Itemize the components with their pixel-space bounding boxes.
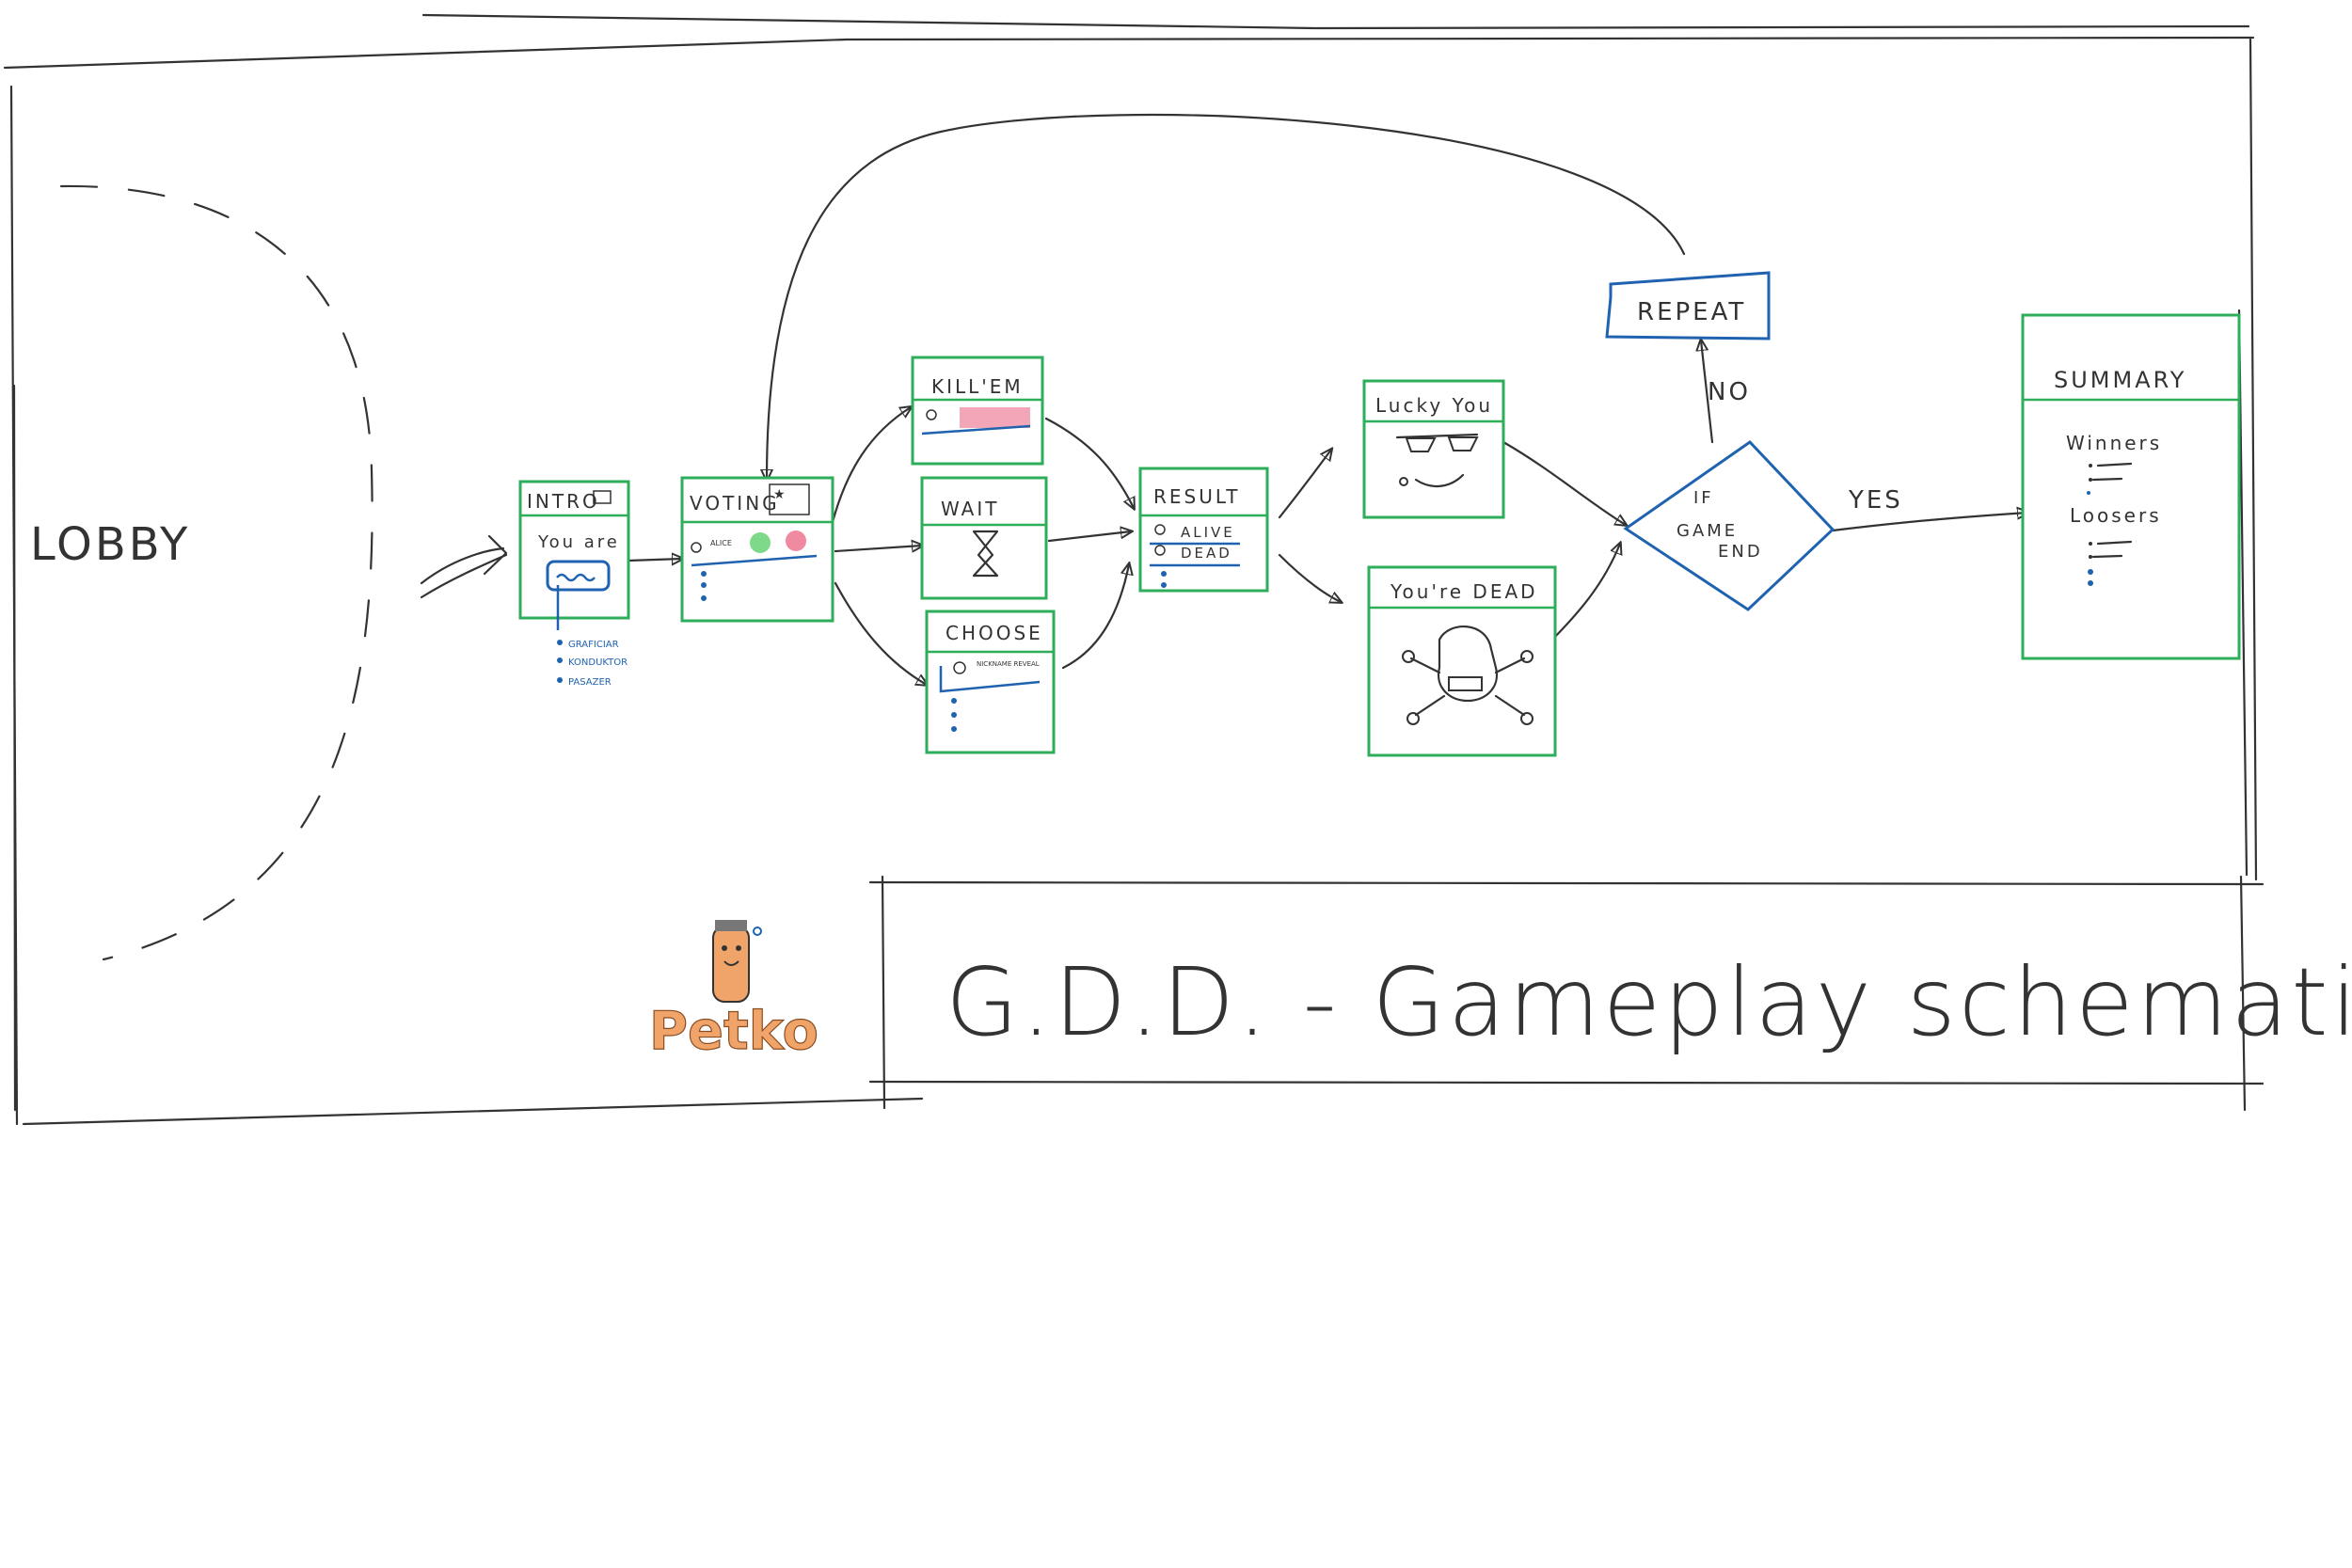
- repeat-box: REPEAT: [1605, 271, 1771, 341]
- screen-voting: VOTING ★ ALICE: [680, 476, 834, 623]
- screen-result: RESULT ALIVE DEAD: [1138, 467, 1269, 593]
- edges: NO YES: [627, 341, 2027, 685]
- role-item: GRAFICIAR: [568, 640, 619, 650]
- ballot-icon: [769, 483, 810, 515]
- screen-summary: SUMMARY Winners Loosers: [2021, 313, 2241, 660]
- screen-youre-dead: You're DEAD: [1367, 565, 1557, 757]
- screen-lucky-you: Lucky You: [1362, 379, 1505, 519]
- user-icon: [953, 661, 966, 674]
- mascot-hair: [715, 920, 747, 931]
- killem-title: KILL'EM: [931, 375, 1024, 398]
- role-item: KONDUKTOR: [568, 657, 628, 668]
- screen-intro: INTRO You are GRAFICIAR KONDUKTOR PASAZE…: [518, 480, 630, 688]
- approve-icon: [750, 532, 771, 553]
- decision-line-3: END: [1718, 542, 1763, 562]
- repeat-loop-edge: [767, 113, 1686, 480]
- title-block: G.D.D. - Gameplay schematic: [868, 875, 2352, 1112]
- role-item: PASAZER: [568, 677, 612, 688]
- summary-title: SUMMARY: [2054, 367, 2186, 393]
- sunglasses-face-icon: [1395, 433, 1479, 487]
- gun-icon: [960, 407, 1030, 428]
- voting-title: VOTING: [690, 492, 780, 515]
- document-title: G.D.D. - Gameplay schematic: [946, 947, 2352, 1057]
- intro-title: INTRO: [527, 490, 600, 513]
- intro-text: You are: [537, 532, 620, 552]
- wait-title: WAIT: [941, 498, 999, 520]
- user-icon: [691, 542, 702, 553]
- screen-wait: WAIT: [920, 476, 1048, 600]
- skull-crossbones-icon: [1402, 626, 1534, 725]
- reject-icon: [786, 531, 806, 551]
- summary-loosers: Loosers: [2070, 504, 2162, 527]
- logo-text: Petko: [649, 1001, 818, 1062]
- result-title: RESULT: [1153, 485, 1240, 508]
- petko-logo: Petko: [648, 920, 819, 1063]
- decision-line-2: GAME: [1677, 521, 1738, 541]
- lobby-label: LOBBY: [30, 518, 190, 571]
- lobby-area: LOBBY: [30, 184, 508, 961]
- summary-winners: Winners: [2066, 432, 2162, 454]
- lucky-title: Lucky You: [1375, 394, 1493, 417]
- repeat-title: REPEAT: [1637, 298, 1746, 326]
- screen-killem: KILL'EM: [911, 356, 1044, 466]
- voting-entry: ALICE: [710, 539, 732, 547]
- result-alive: ALIVE: [1181, 524, 1235, 541]
- choose-title: CHOOSE: [946, 622, 1043, 644]
- user-icon: [926, 409, 937, 420]
- decision-line-1: IF: [1693, 488, 1714, 508]
- user-icon: [1154, 545, 1166, 556]
- star-icon: ★: [773, 487, 786, 502]
- edge-label-yes: YES: [1848, 486, 1903, 515]
- user-icon: [1154, 524, 1166, 535]
- result-dead: DEAD: [1181, 545, 1232, 562]
- box-icon: [593, 490, 612, 504]
- choose-entry: NICKNAME REVEAL: [977, 660, 1040, 668]
- screen-choose: CHOOSE NICKNAME REVEAL: [925, 610, 1056, 754]
- decision-game-end: IF GAME END: [1623, 440, 1836, 611]
- hourglass-icon: [972, 530, 999, 578]
- dead-title: You're DEAD: [1390, 580, 1538, 603]
- edge-label-no: NO: [1708, 378, 1751, 406]
